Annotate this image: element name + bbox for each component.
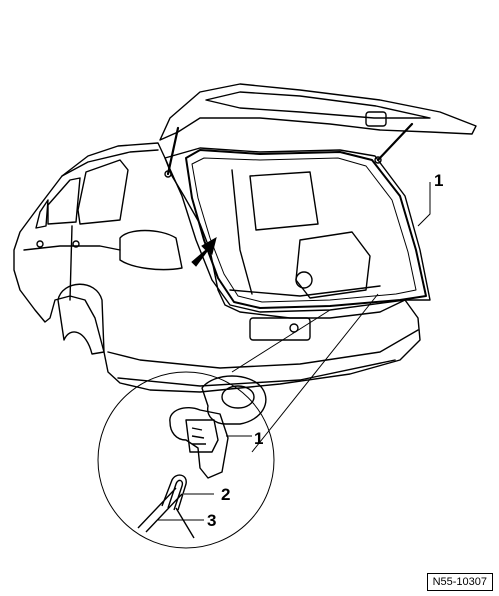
seal-profile-channel bbox=[185, 419, 219, 453]
detail-circle bbox=[97, 371, 275, 549]
gas-strut-right bbox=[376, 122, 414, 162]
body-side-line bbox=[23, 245, 121, 251]
side-window-front bbox=[47, 177, 81, 225]
door-seal-inner bbox=[191, 157, 417, 303]
tailgate bbox=[159, 83, 477, 141]
door-seal bbox=[185, 149, 427, 309]
seal-start-arrow bbox=[191, 236, 217, 267]
label-seal: 1 bbox=[434, 171, 444, 190]
interior-window bbox=[249, 171, 319, 231]
reference-number: N55-10307 bbox=[426, 573, 493, 591]
seal-profile-teeth bbox=[191, 427, 206, 445]
tail-lamp bbox=[119, 229, 183, 271]
roof-line bbox=[61, 149, 159, 177]
side-window-rear bbox=[77, 159, 129, 225]
label-detail-flange: 3 bbox=[207, 511, 217, 530]
wheel-arch bbox=[57, 283, 105, 355]
seal-profile-bulb bbox=[201, 375, 267, 425]
boot-opening bbox=[164, 147, 431, 313]
interior-pillar bbox=[231, 169, 253, 295]
rear-bumper bbox=[107, 329, 419, 369]
strut-mount-left bbox=[164, 170, 172, 178]
bumper-lower bbox=[117, 359, 396, 387]
label-detail-clip: 2 bbox=[221, 485, 231, 504]
retaining-clip bbox=[161, 474, 187, 511]
side-window-quarter bbox=[35, 199, 49, 229]
car-body-outline bbox=[13, 142, 421, 393]
tailgate-window bbox=[205, 91, 431, 119]
seal-profile-hollow bbox=[221, 385, 255, 409]
retaining-clip-inner bbox=[167, 479, 184, 511]
door-handle bbox=[36, 240, 44, 248]
magnifier-connector-left bbox=[231, 309, 331, 373]
leader-line-1 bbox=[417, 182, 431, 227]
spare-well bbox=[295, 271, 313, 289]
tailgate-handle bbox=[365, 111, 387, 127]
door-handle-rear bbox=[72, 240, 80, 248]
emblem bbox=[289, 323, 299, 333]
interior-floor bbox=[229, 285, 381, 297]
door-seam bbox=[69, 225, 73, 301]
label-detail-seal: 1 bbox=[254, 429, 264, 448]
magnifier-connector-right bbox=[251, 293, 379, 453]
body-flange bbox=[137, 487, 195, 539]
seal-profile-body bbox=[169, 406, 229, 479]
gas-strut-left bbox=[166, 126, 180, 176]
number-plate-recess bbox=[249, 317, 311, 341]
strut-mount-right bbox=[374, 156, 382, 164]
